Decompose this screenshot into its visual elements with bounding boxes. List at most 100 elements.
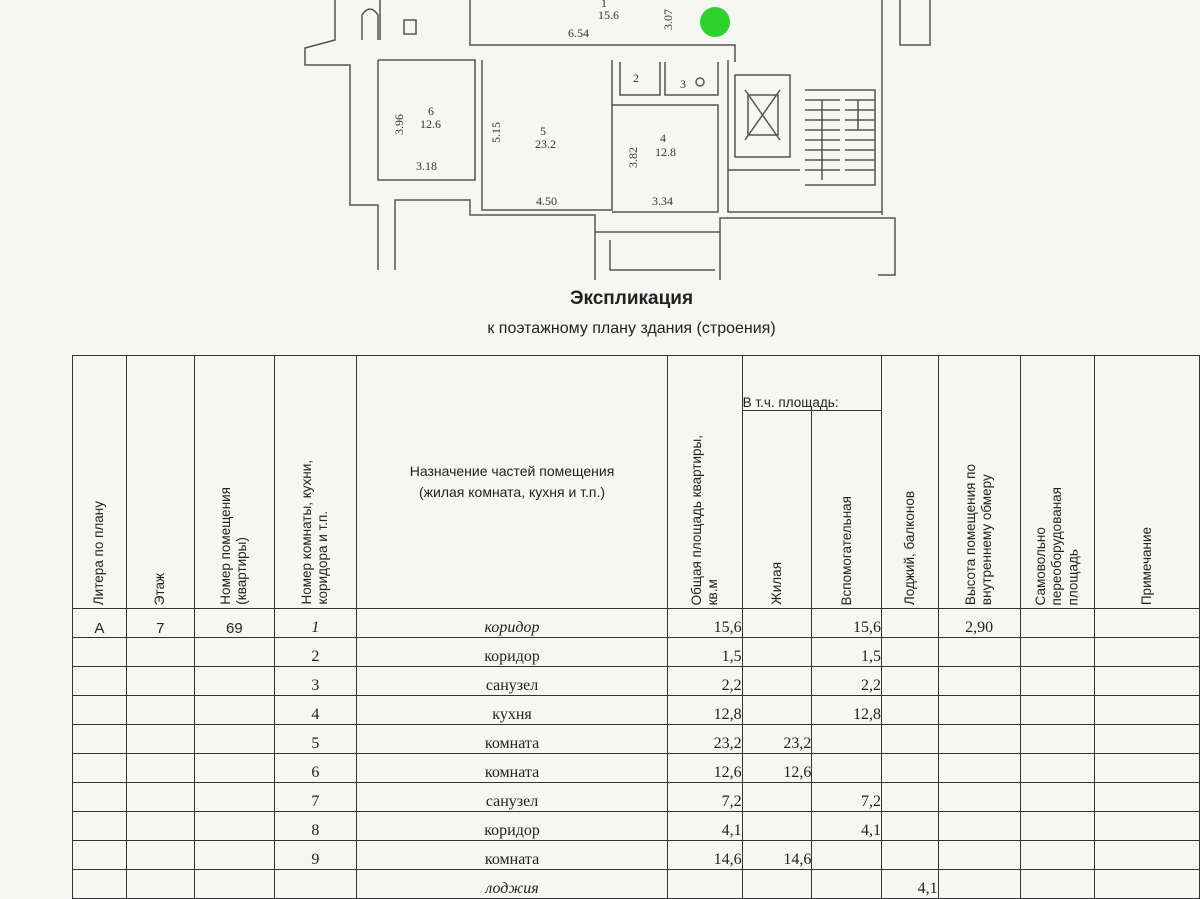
cell-total-area: 23,2 [667, 724, 743, 754]
cell-purpose: коридор [355, 811, 669, 841]
cell-floor [125, 753, 195, 783]
cell-height [937, 666, 1021, 696]
cell-loggia-area [881, 724, 939, 754]
header-etazh: Этаж [125, 355, 195, 609]
cell-purpose: коридор [355, 637, 669, 667]
cell-living-area: 14,6 [741, 840, 813, 870]
header-including-area: В т.ч. площадь: [741, 355, 883, 411]
cell-purpose: кухня [355, 695, 669, 725]
cell-living-area [741, 811, 813, 841]
header-height: Высота помещения по внутреннему обмеру [937, 355, 1021, 609]
room-4-number: 4 [660, 131, 666, 145]
cell-floor [125, 695, 195, 725]
cell-purpose: комната [355, 840, 669, 870]
room-5-area: 23.2 [535, 137, 556, 151]
cell-note [1094, 695, 1200, 725]
cell-living-area [741, 666, 813, 696]
cell-litera [72, 840, 127, 870]
cell-unauthorized [1019, 753, 1096, 783]
cell-purpose: комната [355, 724, 669, 754]
cell-living-area [741, 782, 813, 812]
header-purpose: Назначение частей помещения (жилая комна… [355, 355, 669, 609]
room-4-area: 12.8 [655, 145, 676, 159]
cell-loggia-area [881, 695, 939, 725]
room-6-width: 3.18 [416, 159, 437, 173]
explication-table: Литера по плану Этаж Номер помещения (кв… [72, 355, 1200, 899]
cell-note [1094, 666, 1200, 696]
cell-litera: А [72, 608, 127, 638]
cell-loggia-area [881, 753, 939, 783]
header-living: Жилая [741, 410, 813, 609]
cell-note [1094, 811, 1200, 841]
cell-height [937, 840, 1021, 870]
cell-aux-area: 15,6 [811, 608, 883, 638]
cell-total-area: 1,5 [667, 637, 743, 667]
cell-loggia-area [881, 840, 939, 870]
cell-aux-area [811, 724, 883, 754]
cell-litera [72, 869, 127, 899]
top-length: 6.54 [568, 26, 589, 40]
cell-aux-area: 12,8 [811, 695, 883, 725]
cell-note [1094, 608, 1200, 638]
header-unauthorized: Самовольно переоборудованая площадь [1019, 355, 1096, 609]
room-1-area: 15.6 [598, 8, 619, 22]
cell-unauthorized [1019, 724, 1096, 754]
cell-apartment [193, 695, 275, 725]
cell-apartment [193, 637, 275, 667]
cell-loggia-area [881, 782, 939, 812]
cell-height [937, 724, 1021, 754]
cell-litera [72, 724, 127, 754]
cell-living-area [741, 608, 813, 638]
cell-floor [125, 869, 195, 899]
room-5-width: 4.50 [536, 194, 557, 208]
cell-total-area: 12,6 [667, 753, 743, 783]
cell-unauthorized [1019, 811, 1096, 841]
header-total-area: Общая площадь квартиры, кв.м [667, 355, 743, 609]
cell-floor [125, 840, 195, 870]
cell-loggia-area [881, 608, 939, 638]
cell-room-number [273, 869, 357, 899]
room-6-number: 6 [428, 104, 434, 118]
header-auxiliary: Вспомогательная [811, 410, 883, 609]
cell-note [1094, 869, 1200, 899]
cell-litera [72, 637, 127, 667]
header-apartment-number: Номер помещения (квартиры) [193, 355, 275, 609]
cell-height [937, 753, 1021, 783]
room-1-dim: 3.07 [661, 9, 675, 30]
cell-note [1094, 753, 1200, 783]
cell-living-area [741, 869, 813, 899]
cell-purpose: коридор [355, 608, 669, 638]
cell-floor [125, 811, 195, 841]
cell-height: 2,90 [937, 608, 1021, 638]
header-room-number: Номер комнаты, кухни, коридора и т.п. [273, 355, 357, 609]
cell-total-area: 4,1 [667, 811, 743, 841]
cell-room-number: 7 [273, 782, 357, 812]
cell-purpose: лоджия [355, 869, 669, 899]
cell-height [937, 869, 1021, 899]
cell-total-area: 14,6 [667, 840, 743, 870]
document-subtitle: к поэтажному плану здания (строения) [487, 320, 776, 337]
cell-aux-area [811, 840, 883, 870]
cell-litera [72, 811, 127, 841]
cell-unauthorized [1019, 608, 1096, 638]
cell-apartment [193, 811, 275, 841]
cell-note [1094, 724, 1200, 754]
cell-unauthorized [1019, 782, 1096, 812]
room-3-number: 3 [680, 77, 686, 91]
cell-total-area: 12,8 [667, 695, 743, 725]
cell-unauthorized [1019, 695, 1096, 725]
floor-plan-drawing [304, 0, 931, 280]
cell-purpose: комната [355, 753, 669, 783]
cell-unauthorized [1019, 666, 1096, 696]
cell-apartment [193, 724, 275, 754]
cell-living-area: 23,2 [741, 724, 813, 754]
room-4-height: 3.82 [626, 147, 640, 168]
cell-room-number: 4 [273, 695, 357, 725]
